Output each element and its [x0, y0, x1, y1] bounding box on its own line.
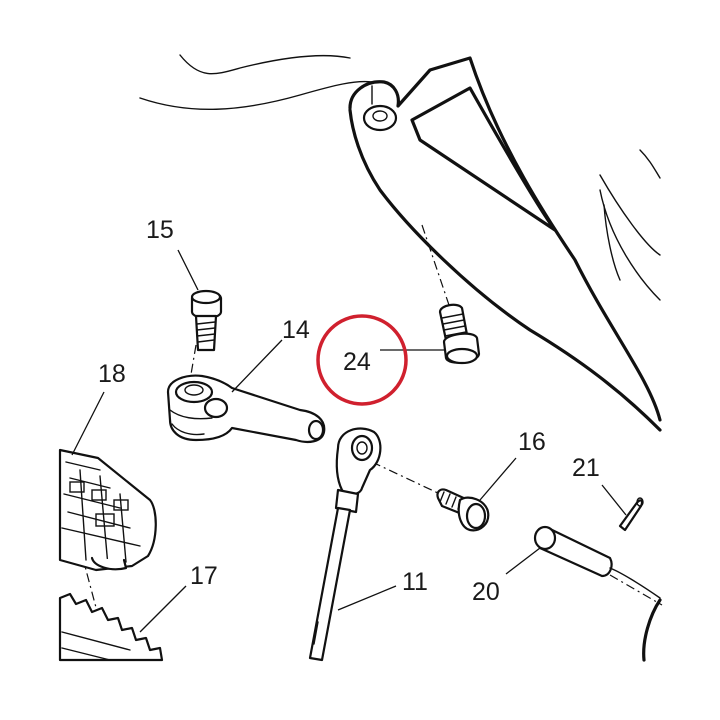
part-14-lever	[166, 374, 326, 443]
callout-15: 15	[146, 216, 174, 244]
frame-bracket	[139, 54, 662, 432]
part-24-screw	[438, 303, 481, 365]
part-17-sprocket	[58, 592, 164, 662]
lower-right-bracket	[642, 598, 662, 662]
callout-21: 21	[572, 454, 600, 482]
part-16-screw	[436, 488, 490, 532]
callout-labels: 15 14 18 24 16 21 20 11 17	[98, 216, 600, 606]
callout-24: 24	[343, 348, 371, 376]
part-18-footpeg	[58, 448, 157, 572]
part-21-cotter-pin	[618, 497, 644, 532]
highlight-circle	[316, 314, 408, 406]
part-20-pin	[533, 525, 661, 599]
callout-14: 14	[282, 316, 310, 344]
callout-16: 16	[518, 428, 546, 456]
callout-17: 17	[190, 562, 218, 590]
leader-lines	[71, 249, 627, 633]
part-11-rod	[308, 427, 382, 662]
callout-11: 11	[402, 568, 428, 596]
callout-18: 18	[98, 360, 126, 388]
callout-20: 20	[472, 578, 500, 606]
part-15-bolt	[190, 289, 223, 352]
